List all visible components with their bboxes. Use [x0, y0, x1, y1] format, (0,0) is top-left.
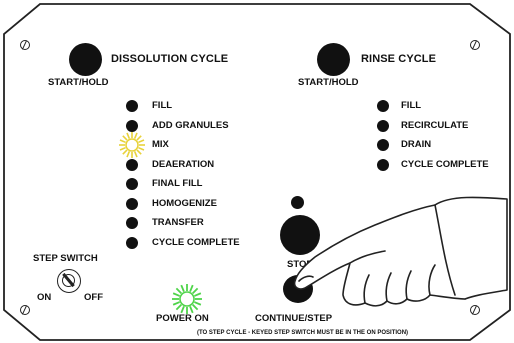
step-label: FILL — [152, 100, 173, 111]
step-led — [126, 197, 138, 210]
step-led — [126, 217, 138, 229]
step-label: RECIRCULATE — [401, 119, 469, 131]
step-label: CYCLE COMPLETE — [401, 158, 489, 170]
step-led — [377, 139, 389, 151]
step-label: TRANSFER — [152, 217, 204, 228]
step-switch-label: STEP SWITCH — [33, 253, 98, 264]
rinse-cycle-title: RINSE CYCLE — [361, 53, 437, 65]
step-led — [377, 100, 389, 112]
step-led — [377, 119, 389, 132]
step-led — [126, 100, 138, 112]
step-led — [126, 178, 138, 190]
step-led — [126, 236, 138, 249]
step-switch-on-label: ON — [37, 292, 52, 303]
pointing-hand-icon — [293, 196, 508, 307]
dissolution-start-hold-button[interactable] — [69, 43, 102, 76]
step-label: MIX — [152, 139, 169, 150]
screw-icon — [470, 40, 480, 50]
dissolution-cycle-title: DISSOLUTION CYCLE — [111, 53, 229, 65]
stop-indicator-led — [291, 196, 304, 209]
step-label: HOMOGENIZE — [152, 197, 217, 209]
step-led — [377, 158, 389, 171]
step-label: ADD GRANULES — [152, 119, 229, 131]
dissolution-start-hold-label: START/HOLD — [48, 77, 109, 88]
footnote: (TO STEP CYCLE - KEYED STEP SWITCH MUST … — [197, 330, 409, 336]
step-label: FILL — [401, 100, 422, 111]
power-on-led — [172, 284, 202, 314]
stop-button[interactable] — [280, 215, 320, 255]
continue-step-label: CONTINUE/STEP — [255, 313, 333, 324]
step-label: DRAIN — [401, 139, 432, 150]
screw-icon — [20, 40, 30, 50]
step-label: DEAERATION — [152, 158, 215, 170]
screw-icon — [20, 305, 30, 315]
step-label: CYCLE COMPLETE — [152, 236, 240, 248]
rinse-start-hold-button[interactable] — [317, 43, 350, 76]
step-led — [126, 119, 138, 132]
key-switch-icon[interactable] — [57, 269, 81, 293]
screw-icon — [470, 305, 480, 315]
step-switch-off-label: OFF — [84, 292, 103, 303]
rinse-start-hold-label: START/HOLD — [298, 77, 359, 88]
power-on-label: POWER ON — [156, 313, 209, 324]
step-led-lit — [119, 132, 145, 158]
step-label: FINAL FILL — [152, 178, 203, 189]
step-led — [126, 158, 138, 171]
stop-label: STOP — [287, 259, 313, 270]
